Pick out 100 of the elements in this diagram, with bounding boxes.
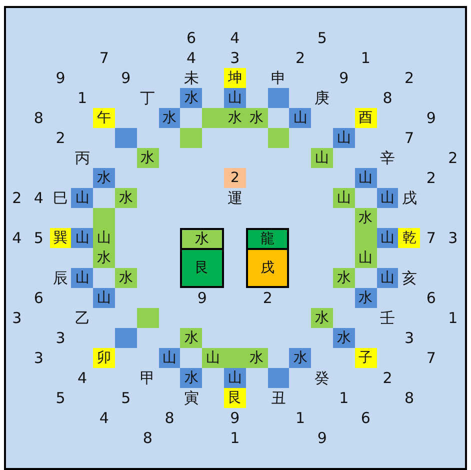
colored-tile — [115, 128, 137, 148]
chart-label: 4 — [229, 29, 241, 47]
colored-tile — [93, 208, 115, 228]
colored-tile: 水 — [180, 328, 202, 348]
colored-tile: 水 — [333, 328, 355, 348]
chart-label: 1 — [360, 49, 372, 67]
chart-label: 4 — [32, 189, 44, 207]
colored-tile: 水 — [115, 188, 137, 208]
chart-label: 3 — [229, 49, 241, 67]
chart-label: 9 — [54, 69, 66, 87]
colored-tile: 水 — [115, 268, 137, 288]
colored-tile: 山 — [224, 88, 246, 108]
chart-label: 5 — [32, 229, 44, 247]
colored-tile: 艮 — [224, 388, 246, 408]
chart-label: 9 — [338, 69, 350, 87]
chart-label: 壬 — [378, 309, 396, 327]
chart-label: 丑 — [270, 389, 287, 407]
chart-label: 1 — [447, 309, 459, 327]
chart-label: 5 — [120, 389, 132, 407]
chart-label: 1 — [294, 409, 306, 427]
chart-label: 7 — [98, 49, 110, 67]
colored-tile: 水 — [180, 88, 202, 108]
chart-label: 8 — [32, 109, 44, 127]
chart-label: 運 — [226, 189, 244, 207]
colored-tile: 山 — [376, 228, 398, 248]
colored-tile: 乾 — [398, 228, 420, 248]
chart-label: 4 — [11, 229, 23, 247]
colored-tile: 巽 — [50, 228, 72, 248]
chart-label: 8 — [164, 409, 176, 427]
chart-label: 3 — [404, 329, 416, 347]
chart-label: 2 — [54, 129, 66, 147]
colored-tile: 水 — [93, 168, 115, 188]
colored-tile: 山 — [289, 108, 312, 128]
chart-label: 7 — [404, 129, 416, 147]
colored-tile: 卯 — [93, 348, 115, 368]
center-box — [180, 228, 224, 288]
chart-label: 庚 — [314, 89, 331, 107]
colored-tile: 水 — [246, 108, 268, 128]
colored-tile: 水 — [136, 148, 159, 168]
chart-label: 8 — [382, 89, 394, 107]
colored-tile: 水 — [180, 368, 202, 388]
box-top-label: 水 — [182, 230, 222, 250]
chart-label: 3 — [11, 309, 23, 327]
box-number: 2 — [262, 289, 274, 307]
colored-tile: 水 — [354, 288, 377, 308]
colored-tile: 午 — [93, 108, 115, 128]
colored-tile: 山 — [71, 188, 94, 208]
colored-tile — [268, 88, 290, 108]
colored-tile — [268, 128, 290, 148]
colored-tile: 2 — [224, 168, 246, 188]
colored-tile: 山 — [158, 348, 180, 368]
chart-label: 癸 — [314, 369, 331, 387]
colored-tile — [136, 308, 159, 328]
colored-tile: 山 — [71, 228, 94, 248]
chart-label: 2 — [294, 49, 306, 67]
chart-label: 6 — [425, 289, 437, 307]
chart-label: 申 — [270, 69, 287, 87]
chart-label: 9 — [229, 409, 241, 427]
colored-tile: 水 — [333, 268, 355, 288]
colored-tile: 水 — [354, 208, 377, 228]
chart-label: 8 — [142, 429, 154, 447]
chart-label: 甲 — [139, 369, 156, 387]
chart-label: 5 — [54, 389, 66, 407]
chart-label: 9 — [425, 109, 437, 127]
chart-label: 4 — [186, 49, 198, 67]
chart-label: 1 — [338, 389, 350, 407]
box-bottom-label: 戌 — [248, 250, 288, 286]
colored-tile: 子 — [354, 348, 377, 368]
chart-label: 5 — [316, 29, 328, 47]
chart-label: 巳 — [52, 189, 69, 207]
chart-label: 2 — [404, 69, 416, 87]
colored-tile — [115, 328, 137, 348]
colored-tile: 山 — [333, 188, 355, 208]
chart-label: 寅 — [182, 389, 200, 407]
chart-label: 6 — [360, 409, 372, 427]
colored-tile: 山 — [202, 348, 224, 368]
colored-tile: 水 — [289, 348, 312, 368]
chart-label: 2 — [425, 169, 437, 187]
chart-label: 9 — [316, 429, 328, 447]
colored-tile: 山 — [354, 248, 377, 268]
chart-label: 9 — [120, 69, 132, 87]
chart-label: 1 — [229, 429, 241, 447]
colored-tile — [202, 108, 224, 128]
chart-label: 丙 — [74, 149, 91, 167]
colored-tile: 山 — [376, 188, 398, 208]
chart-label: 辛 — [378, 149, 396, 167]
chart-label: 6 — [32, 289, 44, 307]
chart-label: 2 — [382, 369, 394, 387]
box-top-label: 龍 — [248, 230, 288, 250]
chart-label: 3 — [54, 329, 66, 347]
chart-label: 6 — [186, 29, 198, 47]
colored-tile: 山 — [93, 228, 115, 248]
chart-label: 戌 — [400, 189, 418, 207]
chart-label: 7 — [425, 229, 437, 247]
chart-label: 3 — [447, 229, 459, 247]
colored-tile: 山 — [224, 368, 246, 388]
chart-label: 乙 — [74, 309, 91, 327]
box-number: 9 — [196, 289, 208, 307]
chart-label: 8 — [404, 389, 416, 407]
box-bottom-label: 艮 — [182, 250, 222, 286]
